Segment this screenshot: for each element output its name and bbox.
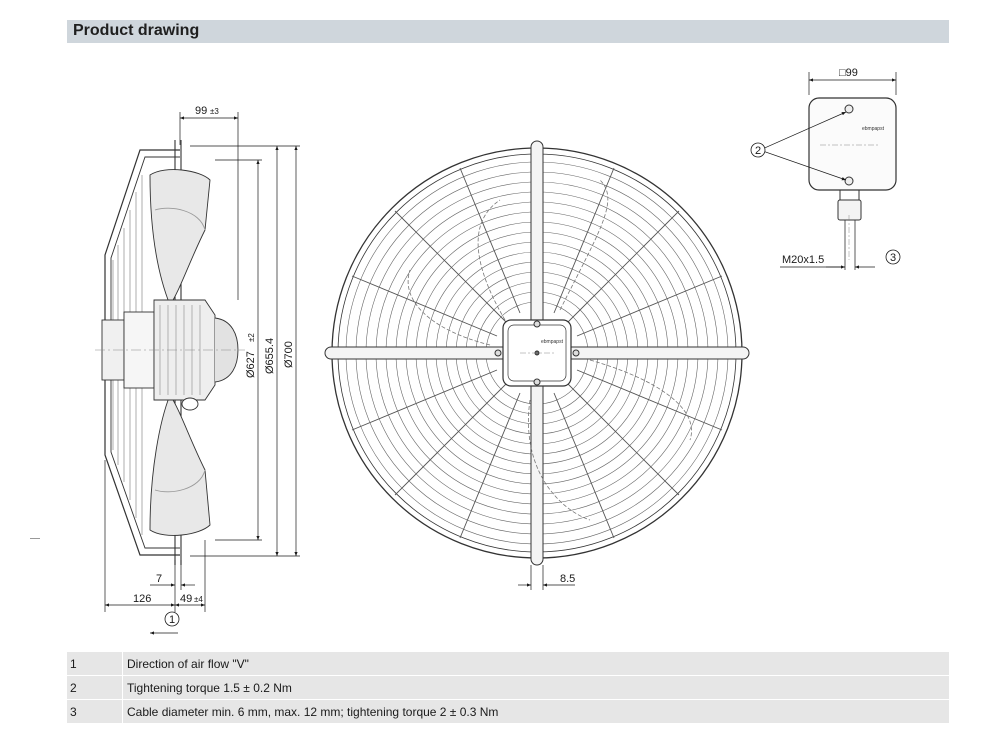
legend-row: 2 Tightening torque 1.5 ± 0.2 Nm bbox=[67, 676, 949, 699]
legend-num: 3 bbox=[70, 705, 77, 719]
legend-row: 3 Cable diameter min. 6 mm, max. 12 mm; … bbox=[67, 700, 949, 723]
legend-divider bbox=[122, 652, 123, 675]
legend-num: 2 bbox=[70, 681, 77, 695]
side-view bbox=[95, 140, 245, 565]
legend-text: Tightening torque 1.5 ± 0.2 Nm bbox=[127, 681, 292, 695]
dim-side-top: 99 bbox=[195, 105, 207, 117]
dim-box-99: □99 bbox=[839, 67, 858, 79]
legend-divider bbox=[122, 676, 123, 699]
dim-bottom-7: 7 bbox=[156, 573, 162, 585]
legend-divider bbox=[122, 700, 123, 723]
legend-table: 1 Direction of air flow "V" 2 Tightening… bbox=[67, 652, 949, 724]
margin-tick bbox=[30, 538, 40, 539]
legend-row: 1 Direction of air flow "V" bbox=[67, 652, 949, 675]
svg-text:2: 2 bbox=[755, 145, 761, 157]
section-header: Product drawing bbox=[67, 20, 949, 43]
legend-num: 1 bbox=[70, 657, 77, 671]
technical-drawing: 99 ±3 Ø627 ±2 Ø655.4 Ø700 7 126 49 ±4 1 bbox=[95, 67, 901, 635]
dim-thread: M20x1.5 bbox=[782, 254, 824, 266]
svg-text:3: 3 bbox=[890, 252, 896, 264]
legend-text: Cable diameter min. 6 mm, max. 12 mm; ti… bbox=[127, 705, 499, 719]
box-dimensions bbox=[759, 72, 897, 270]
legend-text: Direction of air flow "V" bbox=[127, 657, 249, 671]
dim-d655: Ø655.4 bbox=[264, 338, 276, 374]
dim-d700: Ø700 bbox=[283, 341, 295, 368]
dim-side-top-tol: ±3 bbox=[210, 107, 219, 116]
dim-front-85: 8.5 bbox=[560, 573, 575, 585]
callout-2: 2 bbox=[750, 142, 766, 158]
front-dimensions bbox=[518, 565, 575, 590]
dim-bottom-49: 49 bbox=[180, 593, 192, 605]
dim-bottom-126: 126 bbox=[133, 593, 151, 605]
box-brand: ebmpapst bbox=[862, 126, 885, 132]
callout-1: 1 bbox=[164, 611, 180, 627]
dim-bottom-49-tol: ±4 bbox=[194, 595, 203, 604]
hub-brand: ebmpapst bbox=[541, 339, 564, 345]
dim-d627: Ø627 bbox=[245, 351, 257, 378]
dim-d627-tol: ±2 bbox=[247, 333, 256, 342]
svg-text:1: 1 bbox=[169, 614, 175, 626]
callout-3: 3 bbox=[885, 249, 901, 265]
front-view bbox=[324, 140, 750, 566]
section-title: Product drawing bbox=[73, 22, 200, 39]
side-dimensions bbox=[104, 112, 300, 635]
terminal-box-view bbox=[808, 97, 897, 265]
